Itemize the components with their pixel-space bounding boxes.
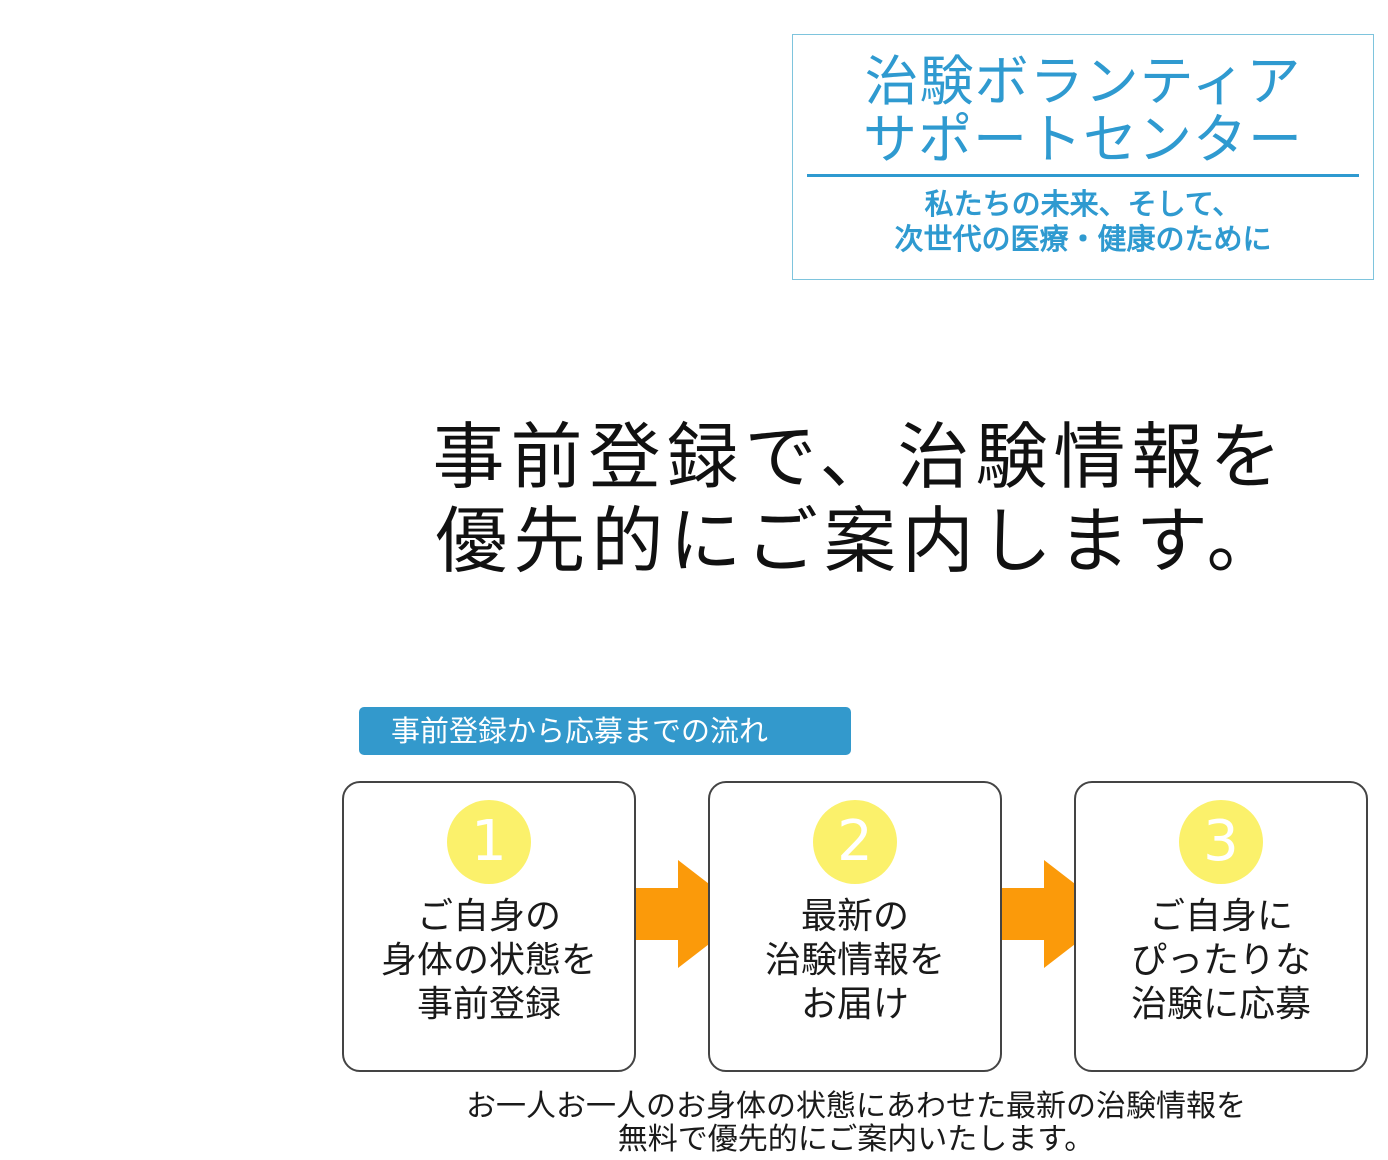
flow-label: 事前登録から応募までの流れ (359, 707, 851, 755)
right-arrow-icon (636, 860, 748, 968)
logo-tagline: 私たちの未来、そして、 次世代の医療・健康のために (793, 187, 1373, 257)
step-card-2: 2 最新の 治験情報を お届け (708, 781, 1002, 1072)
headline: 事前登録で、治験情報を 優先的にご案内します。 (400, 415, 1320, 583)
logo-tagline-line2: 次世代の医療・健康のために (894, 222, 1272, 256)
logo-name-line2: サポートセンター (863, 108, 1303, 171)
logo-divider (807, 174, 1359, 177)
right-arrow-shape (1002, 860, 1114, 968)
logo-tagline-line1: 私たちの未来、そして、 (924, 187, 1242, 221)
step-number-badge-1: 1 (447, 800, 531, 884)
step-3-line3: 治験に応募 (1130, 984, 1311, 1025)
footnote-line1: お一人お一人のお身体の状態にあわせた最新の治験情報を (466, 1089, 1246, 1124)
headline-line2: 優先的にご案内します。 (435, 499, 1285, 583)
right-arrow-shape (636, 860, 748, 968)
step-1-line3: 事前登録 (416, 984, 561, 1025)
right-arrow-icon (1002, 860, 1114, 968)
step-number-badge-3: 3 (1179, 800, 1263, 884)
logo-name-line1: 治験ボランティア (864, 50, 1302, 113)
step-3-line2: ぴったりな (1130, 940, 1311, 981)
step-2-line1: 最新の (800, 896, 909, 937)
footnote: お一人お一人のお身体の状態にあわせた最新の治験情報を 無料で優先的にご案内いたし… (340, 1090, 1372, 1156)
step-number-badge-2: 2 (813, 800, 897, 884)
logo-name: 治験ボランティア サポートセンター (793, 53, 1373, 169)
step-1-line2: 身体の状態を (380, 940, 597, 981)
step-description-3: ご自身に ぴったりな 治験に応募 (1076, 895, 1366, 1027)
step-1-line1: ご自身の (416, 896, 561, 937)
footnote-line2: 無料で優先的にご案内いたします。 (617, 1122, 1095, 1157)
step-description-2: 最新の 治験情報を お届け (710, 895, 1000, 1027)
step-2-line3: お届け (800, 984, 909, 1025)
headline-line1: 事前登録で、治験情報を (432, 415, 1288, 499)
step-3-line1: ご自身に (1148, 896, 1293, 937)
logo-box: 治験ボランティア サポートセンター 私たちの未来、そして、 次世代の医療・健康の… (792, 34, 1374, 280)
step-card-3: 3 ご自身に ぴったりな 治験に応募 (1074, 781, 1368, 1072)
step-description-1: ご自身の 身体の状態を 事前登録 (344, 895, 634, 1027)
step-2-line2: 治験情報を (764, 940, 945, 981)
step-card-1: 1 ご自身の 身体の状態を 事前登録 (342, 781, 636, 1072)
